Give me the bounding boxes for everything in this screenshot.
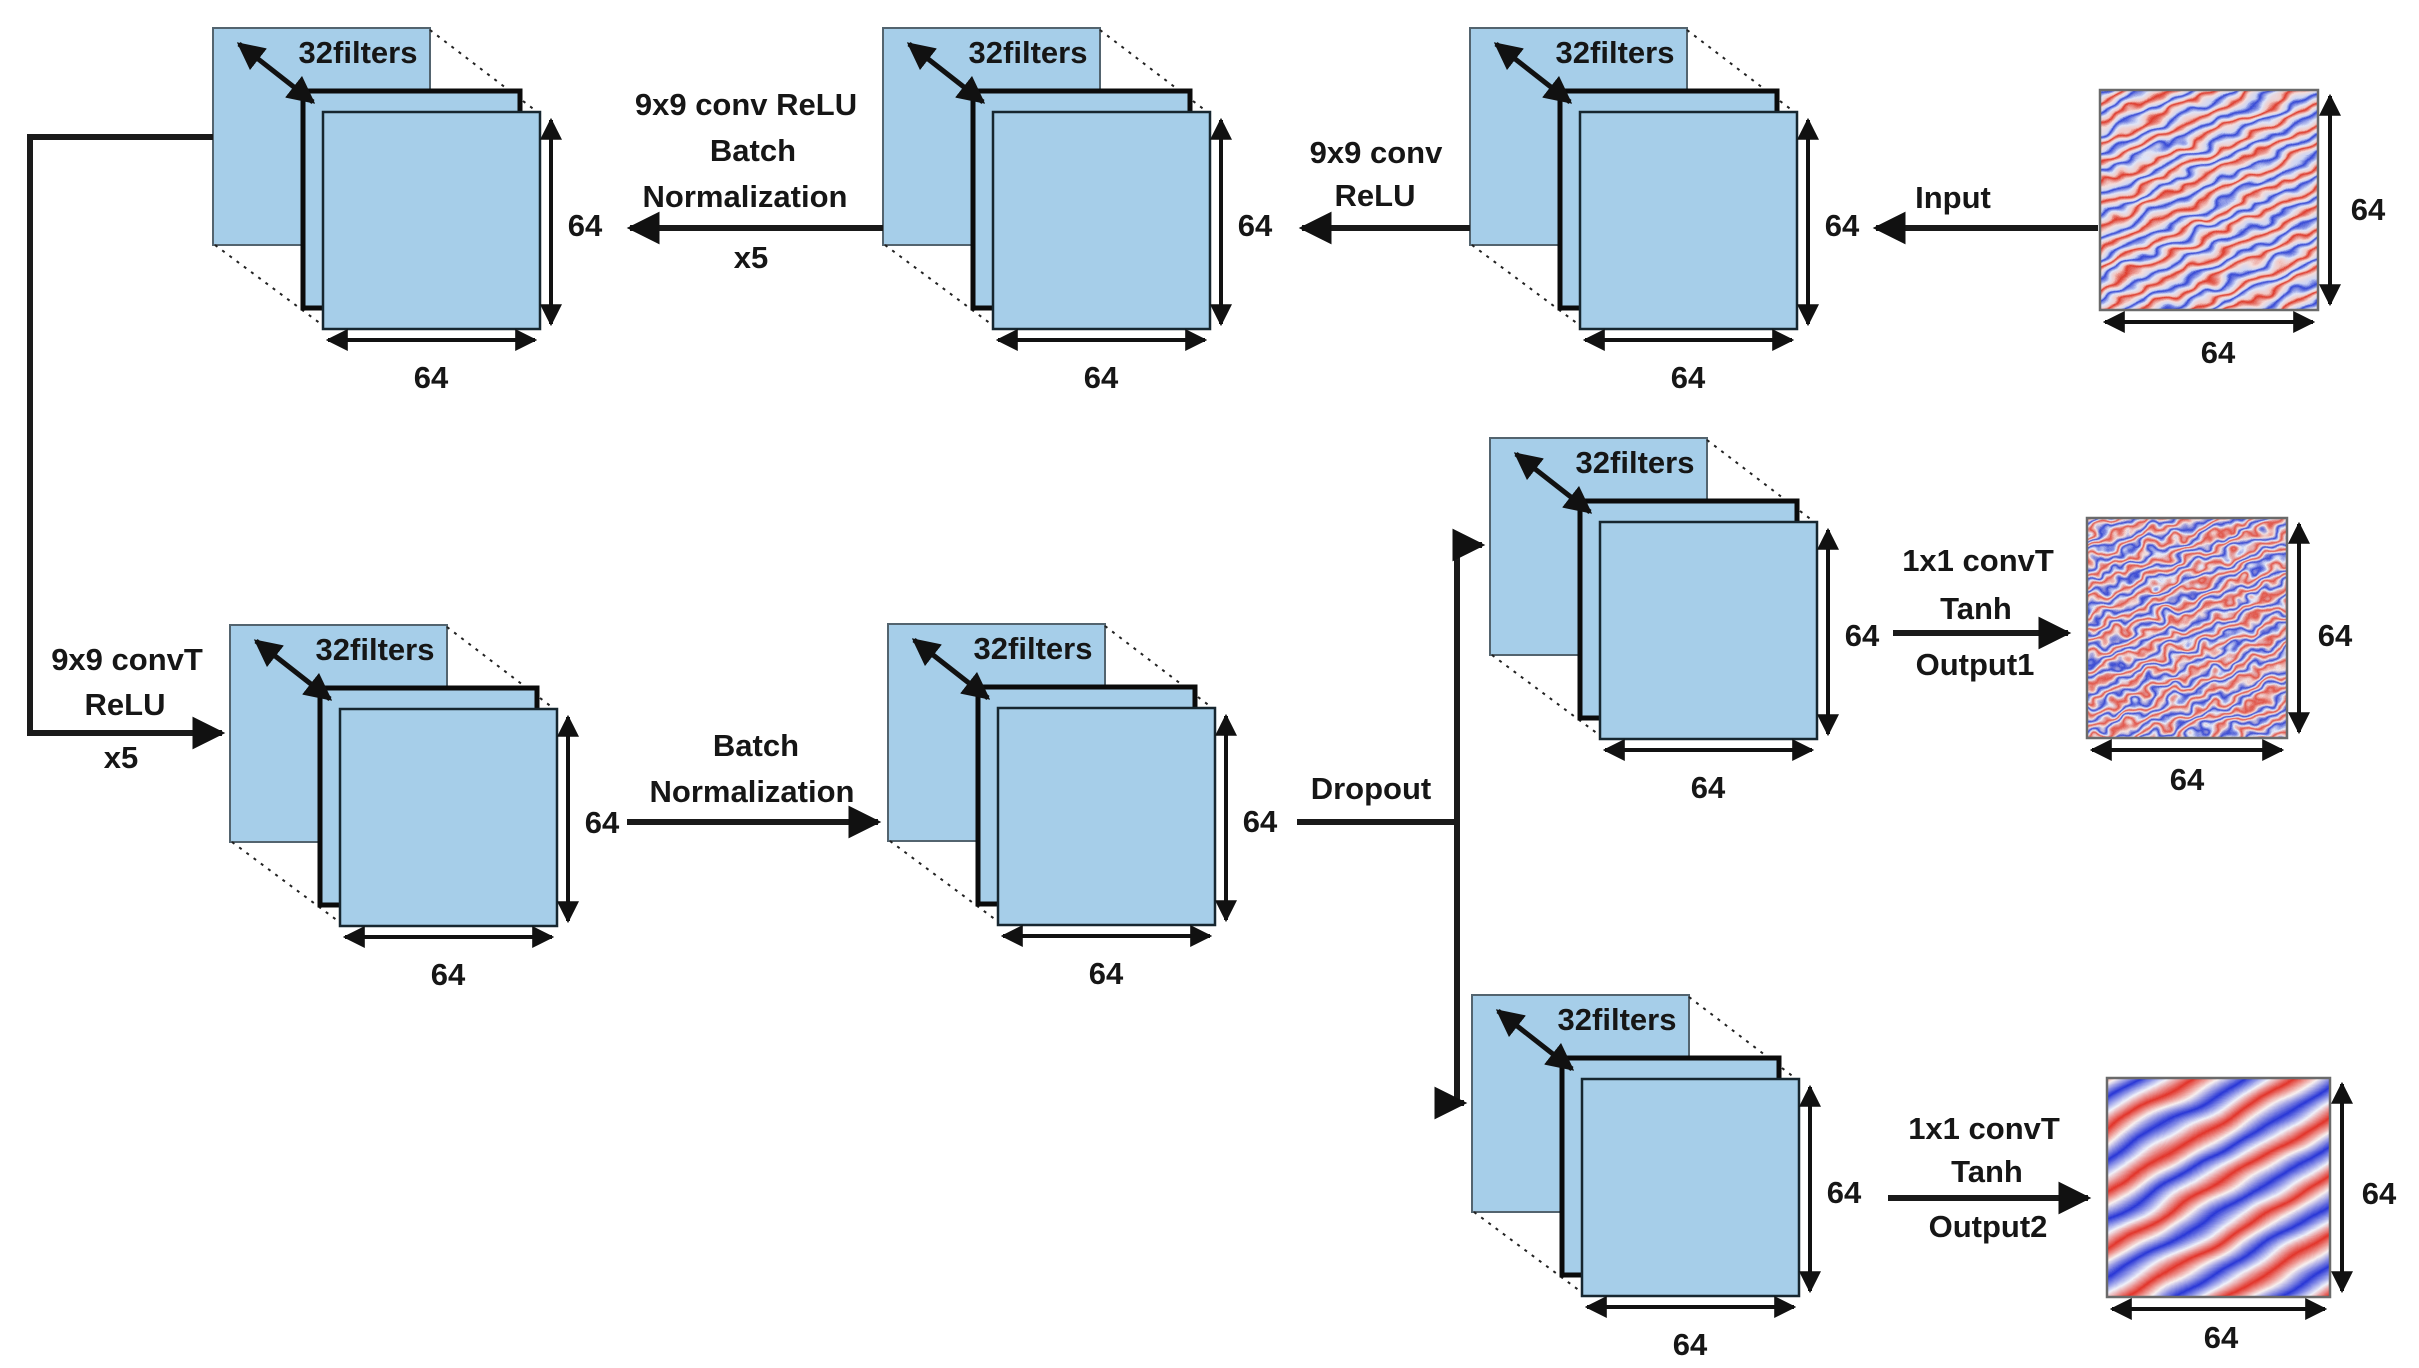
convt-label-line2: ReLU bbox=[85, 687, 166, 722]
convt-path-group: 9x9 convT ReLU x5 bbox=[27, 134, 226, 775]
height-dim-label: 64 bbox=[2351, 192, 2386, 227]
feature-map-front bbox=[991, 110, 1212, 331]
width-dim-label: 64 bbox=[2201, 335, 2236, 370]
dropout-label: Dropout bbox=[1311, 771, 1432, 806]
width-dim-label: 64 bbox=[1084, 360, 1119, 395]
width-dim-label: 64 bbox=[2204, 1320, 2239, 1355]
conv-bn-label-line4: x5 bbox=[734, 240, 768, 275]
output2-arrow-group: 1x1 convT Tanh Output2 bbox=[1888, 1111, 2092, 1244]
conv-bn-label-line1: 9x9 conv ReLU bbox=[635, 87, 857, 122]
output1-label-line3: Output1 bbox=[1916, 647, 2035, 682]
filters-label: 32filters bbox=[974, 631, 1093, 666]
filters-depth-arrow bbox=[253, 639, 333, 701]
width-dim-label: 64 bbox=[1089, 956, 1124, 991]
input-image bbox=[2100, 90, 2318, 310]
dropout-split-group: Dropout bbox=[1297, 528, 1486, 1120]
input-label: Input bbox=[1915, 180, 1991, 215]
output1-image-border bbox=[2085, 516, 2289, 740]
height-dim-label: 64 bbox=[568, 208, 603, 243]
feature-map-front bbox=[338, 707, 559, 928]
filters-depth-arrow bbox=[1493, 42, 1573, 104]
output2-label-line1: 1x1 convT bbox=[1908, 1111, 2060, 1146]
filters-label: 32filters bbox=[299, 35, 418, 70]
convt-label-line1: 9x9 convT bbox=[51, 642, 203, 677]
feature-map-front bbox=[1578, 110, 1799, 331]
feature-stack-branch2: 32filters 64 64 bbox=[1471, 994, 1862, 1362]
feature-stack-branch1: 32filters 64 64 bbox=[1489, 437, 1880, 805]
output1-label-line2: Tanh bbox=[1940, 591, 2012, 626]
height-dim-label: 64 bbox=[1845, 618, 1880, 653]
convt-path bbox=[27, 134, 226, 750]
feature-map-front bbox=[996, 706, 1217, 927]
input-image-border bbox=[2098, 88, 2320, 312]
input-image-group: 64 64 bbox=[2098, 88, 2386, 370]
bn-label-line2: Normalization bbox=[650, 774, 855, 809]
feature-stack-decoder2: 32filters 64 64 bbox=[887, 623, 1278, 991]
feature-map-front bbox=[1580, 1077, 1801, 1298]
width-dim-label: 64 bbox=[1673, 1327, 1708, 1362]
conv-bn-arrow-group: 9x9 conv ReLU Batch Normalization x5 bbox=[626, 87, 883, 275]
width-dim-label: 64 bbox=[414, 360, 449, 395]
feature-stack-conv2: 32filters 64 64 bbox=[882, 27, 1273, 395]
height-dim-label: 64 bbox=[2318, 618, 2353, 653]
feature-stack-encoder-output: 32filters 64 64 bbox=[212, 27, 603, 395]
output2-label-line2: Tanh bbox=[1951, 1154, 2023, 1189]
input-arrow-group: Input bbox=[1872, 180, 2098, 245]
output1-image-group: 64 64 bbox=[2085, 516, 2353, 797]
dropout-branch-lower bbox=[1434, 819, 1468, 1120]
output2-image-group: 64 64 bbox=[2105, 1076, 2397, 1355]
filters-depth-arrow bbox=[1513, 452, 1593, 514]
output1-image bbox=[2087, 518, 2287, 738]
output2-image-border bbox=[2105, 1076, 2332, 1299]
feature-map-front bbox=[1598, 520, 1819, 741]
conv1-label-line1: 9x9 conv bbox=[1310, 135, 1443, 170]
height-dim-label: 64 bbox=[1238, 208, 1273, 243]
feature-stack-decoder1: 32filters 64 64 bbox=[229, 624, 620, 992]
filters-depth-arrow bbox=[236, 42, 316, 104]
height-dim-label: 64 bbox=[1827, 1175, 1862, 1210]
feature-stack-conv1: 32filters 64 64 bbox=[1469, 27, 1860, 395]
height-dim-label: 64 bbox=[1825, 208, 1860, 243]
filters-label: 32filters bbox=[316, 632, 435, 667]
output1-label-line1: 1x1 convT bbox=[1902, 543, 2054, 578]
output1-arrow-group: 1x1 convT Tanh Output1 bbox=[1893, 543, 2072, 682]
output2-image bbox=[2107, 1078, 2330, 1297]
width-dim-label: 64 bbox=[1671, 360, 1706, 395]
conv1-label-line2: ReLU bbox=[1335, 178, 1416, 213]
filters-depth-arrow bbox=[1495, 1009, 1575, 1071]
filters-label: 32filters bbox=[969, 35, 1088, 70]
dropout-branch-upper bbox=[1452, 528, 1486, 825]
conv-bn-label-line2: Batch bbox=[710, 133, 796, 168]
height-dim-label: 64 bbox=[585, 805, 620, 840]
width-dim-label: 64 bbox=[1691, 770, 1726, 805]
conv1-arrow-group: 9x9 conv ReLU bbox=[1298, 135, 1470, 245]
width-dim-label: 64 bbox=[2170, 762, 2205, 797]
filters-depth-arrow bbox=[911, 638, 991, 700]
output2-label-line3: Output2 bbox=[1929, 1209, 2048, 1244]
filters-depth-arrow bbox=[906, 42, 986, 104]
filters-label: 32filters bbox=[1576, 445, 1695, 480]
conv-bn-label-line3: Normalization bbox=[643, 179, 848, 214]
filters-label: 32filters bbox=[1556, 35, 1675, 70]
feature-map-front bbox=[321, 110, 542, 331]
filters-label: 32filters bbox=[1558, 1002, 1677, 1037]
bn-label-line1: Batch bbox=[713, 728, 799, 763]
width-dim-label: 64 bbox=[431, 957, 466, 992]
height-dim-label: 64 bbox=[2362, 1176, 2397, 1211]
height-dim-label: 64 bbox=[1243, 804, 1278, 839]
convt-label-line3: x5 bbox=[104, 740, 138, 775]
bn-arrow-group: Batch Normalization bbox=[627, 728, 882, 839]
